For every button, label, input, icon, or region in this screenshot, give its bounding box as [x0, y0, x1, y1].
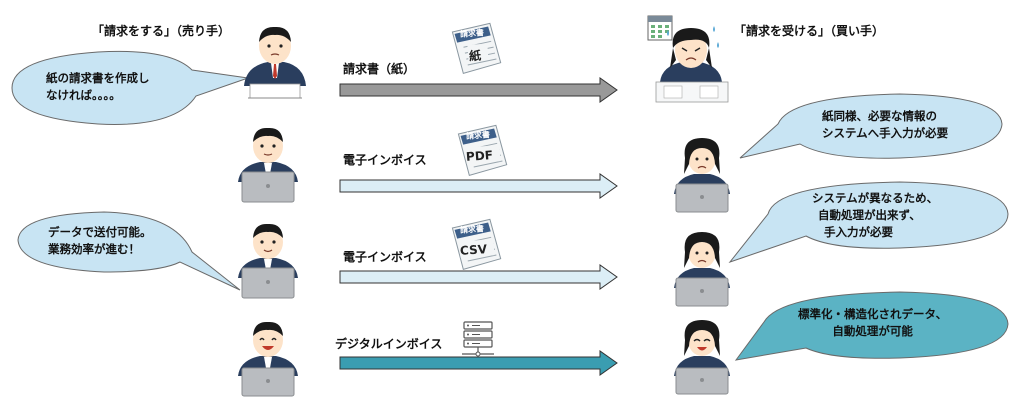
bubble-right-1-text: 紙同様、必要な情報の システムへ手入力が必要: [822, 108, 948, 142]
buyer-avatar-csv: [674, 232, 730, 307]
arrow-digital: [339, 350, 618, 376]
row-label-csv: 電子インボイス: [343, 250, 427, 264]
bubble-left-1-text: 紙の請求書を作成し なければ。。。。: [46, 70, 150, 104]
buyer-avatar-pdf: [674, 138, 730, 213]
bubble-line: 紙の請求書を作成し: [46, 71, 150, 85]
server-icon: [462, 321, 494, 357]
seller-avatar-digital: [238, 321, 298, 397]
seller-header: 「請求をする」（売り手）: [92, 24, 231, 38]
seller-avatar-pdf: [238, 127, 298, 203]
buyer-avatar-paper: [655, 26, 729, 103]
doc-label-pdf: PDF: [465, 148, 494, 164]
buyer-avatar-digital: [674, 320, 730, 395]
bubble-line: データで送付可能。: [48, 225, 152, 239]
bubble-line: なければ。。。。: [46, 88, 121, 102]
seller-avatar-paper: [244, 26, 306, 99]
sweat-drops-icon: [667, 26, 719, 48]
arrow-pdf: [339, 173, 618, 199]
speech-bubble-right-3: [734, 291, 1009, 361]
speech-bubble-right-2: [728, 181, 1009, 264]
doc-header-paper: 請求書: [459, 28, 485, 39]
bubble-line: システムへ手入力が必要: [822, 126, 949, 140]
document-csv-icon: [451, 218, 502, 271]
document-pdf-icon: [457, 124, 508, 177]
bubble-right-2-text: システムが異なるため、 自動処理が出来ず、 手入力が必要: [812, 190, 938, 241]
bubble-line: システムが異なるため、: [812, 191, 939, 205]
bubble-line: 自動処理が出来ず、: [818, 208, 921, 222]
bubble-line: 紙同様、必要な情報の: [822, 109, 937, 123]
arrow-csv: [339, 264, 618, 290]
bubble-line: 手入力が必要: [824, 225, 893, 239]
arrow-paper: [339, 77, 618, 103]
row-label-paper: 請求書（紙）: [343, 62, 416, 76]
speech-bubble-left-2: [17, 211, 241, 291]
seller-avatar-csv: [238, 223, 298, 299]
buyer-header: 「請求を受ける」（買い手）: [734, 24, 885, 38]
bubble-line: 業務効率が進む！: [48, 242, 140, 256]
speech-bubble-right-1: [739, 93, 1003, 159]
doc-label-paper: 紙: [468, 48, 482, 64]
doc-header-pdf: 請求書: [465, 130, 491, 141]
doc-header-csv: 請求書: [459, 224, 485, 235]
bubble-line: 自動処理が可能: [832, 324, 913, 338]
row-label-digital: デジタルインボイス: [335, 337, 443, 351]
bubble-left-2-text: データで送付可能。 業務効率が進む！: [48, 224, 152, 258]
document-paper-icon: [451, 22, 502, 75]
calendar-icon: [647, 15, 673, 41]
bubble-line: 標準化・構造化されデータ、: [798, 307, 948, 321]
speech-bubble-left-1: [11, 50, 249, 125]
row-label-pdf: 電子インボイス: [343, 153, 427, 167]
doc-label-csv: CSV: [459, 242, 488, 258]
bubble-right-3-text: 標準化・構造化されデータ、 自動処理が可能: [798, 306, 947, 340]
